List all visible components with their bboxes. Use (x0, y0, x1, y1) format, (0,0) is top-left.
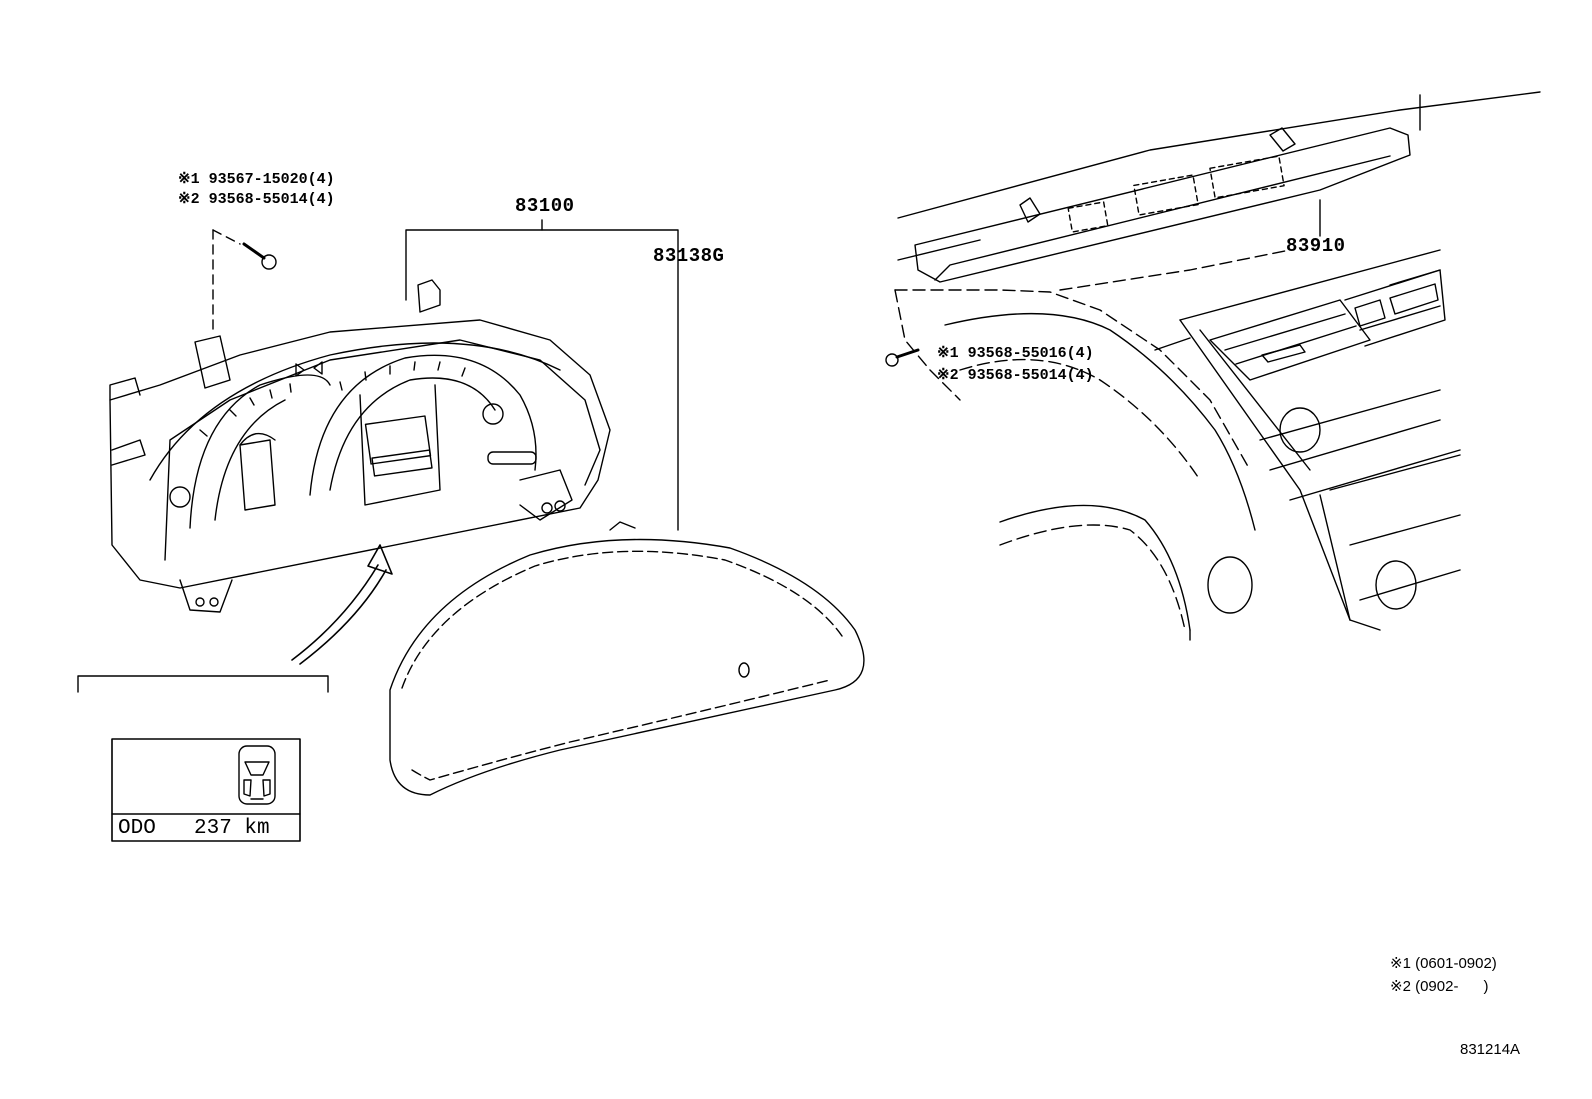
instrument-cluster-drawing (109, 279, 611, 613)
odo-label: ODO (118, 817, 156, 840)
odo-display-inset (111, 738, 301, 842)
screw-left-icon (212, 229, 277, 331)
part-number-83910: 83910 (1286, 235, 1346, 257)
door-status-icon (238, 745, 276, 805)
note-1: ※1 (0601-0902) (1390, 955, 1497, 972)
part-number-83138g: 83138G (653, 245, 725, 267)
screw-left-line2: ※2 93568-55014(4) (178, 191, 335, 208)
screw-left-line1: ※1 93567-15020(4) (178, 171, 335, 188)
screw-right-icon (885, 348, 920, 367)
multi-display-drawing (897, 91, 1541, 283)
part-number-83100: 83100 (515, 195, 575, 217)
screw-right-line1: ※1 93568-55016(4) (937, 345, 1094, 362)
view-arrow-icon (291, 544, 393, 665)
inset-bracket (77, 675, 329, 693)
lens-cover-drawing (389, 521, 865, 796)
note-2: ※2 (0902- ) (1390, 978, 1489, 995)
odo-value: 237 km (194, 817, 270, 840)
leader-lines (405, 199, 1321, 531)
screw-right-line2: ※2 93568-55014(4) (937, 367, 1094, 384)
diagram-id: 831214A (1460, 1041, 1521, 1058)
dashboard-drawing (894, 249, 1461, 641)
